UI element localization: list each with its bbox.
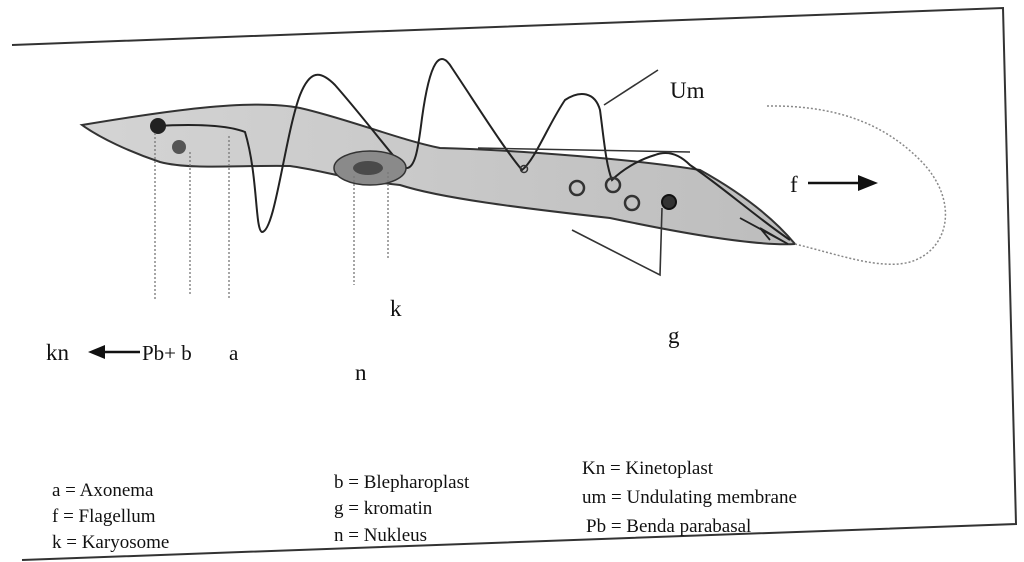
legend-n: n = Nukleus [334,525,427,546]
kn-arrowhead [88,345,105,359]
label-pb-b: Pb+ b [142,341,192,365]
blepharoplast-dot [172,140,186,154]
figure-frame [12,8,1016,560]
legend-f: f = Flagellum [52,506,156,527]
karyosome [353,161,383,175]
label-um: Um [670,78,705,103]
label-n: n [355,360,367,385]
label-a: a [229,341,239,365]
legend-b: b = Blepharoplast [334,472,470,493]
leader-um [604,70,658,105]
legend-pb: Pb = Benda parabasal [586,516,751,537]
label-g: g [668,323,680,348]
kinetoplast-dot [150,118,166,134]
legend-kn: Kn = Kinetoplast [582,458,714,479]
chromatin-granule [662,195,676,209]
label-kn: kn [46,340,70,365]
flagellum-arrowhead [858,175,878,191]
label-f: f [790,172,798,197]
legend-k: k = Karyosome [52,532,169,553]
legend-a: a = Axonema [52,480,154,501]
label-k: k [390,296,402,321]
legend-um: um = Undulating membrane [582,487,797,508]
legend-g: g = kromatin [334,498,433,519]
